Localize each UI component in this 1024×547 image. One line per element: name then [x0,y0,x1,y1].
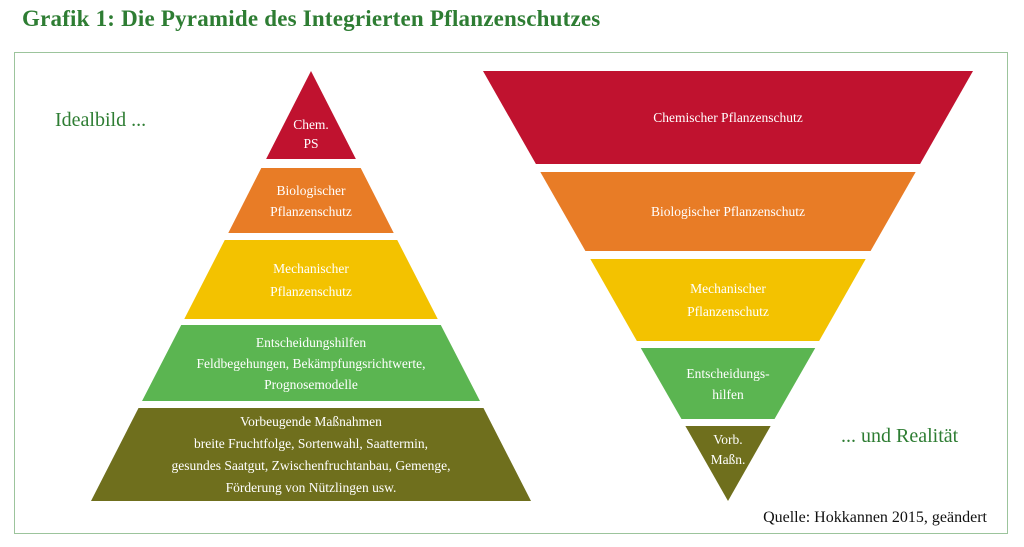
ideal-layer-decision: Entscheidungshilfen Feldbegehungen, Bekä… [142,325,480,401]
layer-text-line: Pflanzenschutz [687,304,769,319]
reality-layer-decision: Entscheidungs- hilfen [640,348,816,419]
layer-text-line: Biologischer [276,182,346,198]
layer-text-line: Vorb. [713,432,743,447]
layer-text-line: Vorbeugende Maßnahmen [240,413,382,429]
layer-text-line: Förderung von Nützlingen usw. [225,479,397,495]
reality-layer-mechanical: Mechanischer Pflanzenschutz [590,259,866,341]
reality-layer-chemical: Chemischer Pflanzenschutz [483,71,973,164]
layer-text-line: Maßn. [710,452,746,467]
layer-text-line: Feldbegehungen, Bekämpfungsrichtwerte, [196,355,426,371]
layer-text-line: Mechanischer [273,260,349,276]
ideal-layer-chemical: Chem. PS [266,71,356,159]
ideal-layer-biological: Biologischer Pflanzenschutz [228,168,394,233]
layer-text-line: Entscheidungshilfen [255,334,367,350]
source-credit: Quelle: Hokkannen 2015, geändert [763,509,987,526]
layer-text-line: Biologischer Pflanzenschutz [650,204,806,219]
layer-text-line: gesundes Saatgut, Zwischenfruchtanbau, G… [171,457,451,473]
reality-layer-biological: Biologischer Pflanzenschutz [540,172,916,251]
layer-text-line: Prognosemodelle [264,376,358,392]
layer-text-line: Pflanzenschutz [270,283,352,299]
figure-box: Idealbild ... Chem. PS Biologischer Pfla… [14,52,1008,534]
layer-text-line: PS [303,136,319,151]
pyramid-ideal: Chem. PS Biologischer Pflanzenschutz Mec… [91,71,531,501]
layer-text-line: Pflanzenschutz [270,203,352,219]
layer-text-line: breite Fruchtfolge, Sortenwahl, Saatterm… [194,435,428,451]
ideal-label: Idealbild ... [55,109,147,131]
layer-text-line: Chem. [293,117,329,132]
layer-text-line: hilfen [712,386,744,402]
layer-text-line: Mechanischer [690,281,766,296]
ideal-layer-mechanical: Mechanischer Pflanzenschutz [184,240,438,319]
ideal-layer-preventive: Vorbeugende Maßnahmen breite Fruchtfolge… [91,408,531,501]
page-title: Grafik 1: Die Pyramide des Integrierten … [22,6,601,31]
reality-label: ... und Realität [841,425,959,447]
pyramid-reality: Chemischer Pflanzenschutz Biologischer P… [483,71,973,501]
layer-text-line: Entscheidungs- [686,365,770,381]
layer-text-line: Chemischer Pflanzenschutz [653,110,803,125]
